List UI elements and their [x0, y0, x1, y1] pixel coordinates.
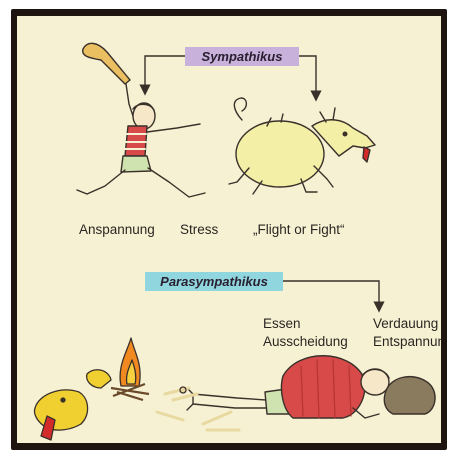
dead-creature-icon: [35, 390, 88, 440]
label-stress: Stress: [180, 222, 218, 238]
label-ausscheidung: Ausscheidung: [263, 334, 348, 350]
label-entspannung: Entspannung: [373, 334, 441, 350]
label-anspannung: Anspannung: [79, 222, 155, 238]
parasympathikus-arrow: [271, 281, 379, 307]
illustration-panel: Sympathikus Parasympathikus Anspannung S…: [17, 16, 441, 443]
caveman-resting-icon: [187, 356, 389, 418]
label-flight-or-fight: „Flight or Fight“: [253, 222, 345, 238]
caveman-running-icon: [77, 43, 205, 197]
campfire-icon: [111, 338, 149, 400]
image-frame: Sympathikus Parasympathikus Anspannung S…: [11, 9, 447, 450]
club-icon: [83, 43, 130, 84]
parasympathikus-tag: Parasympathikus: [145, 272, 283, 291]
label-essen: Essen: [263, 316, 301, 332]
label-verdauung: Verdauung: [373, 316, 438, 332]
bones-icon: [87, 370, 239, 430]
sympathikus-tag: Sympathikus: [185, 47, 299, 66]
boar-creature-icon: [229, 98, 375, 194]
stone-icon: [384, 377, 435, 414]
